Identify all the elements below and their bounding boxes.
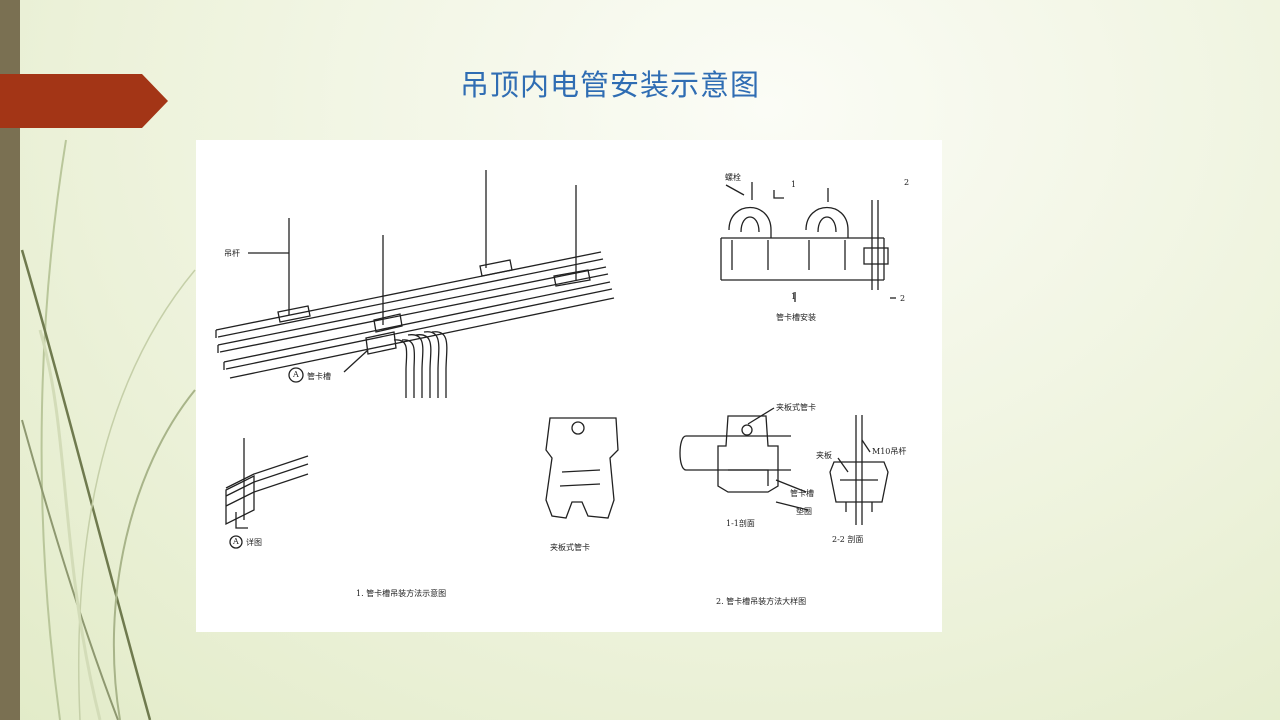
label-section-11: 1-1剖面: [726, 519, 755, 528]
caption-1: 1. 管卡槽吊装方法示意图: [356, 589, 447, 598]
side-strip: [0, 0, 20, 720]
label-clamp-clip: 夹板式管卡: [550, 543, 590, 552]
label-sec1-bottom: 1: [791, 292, 797, 301]
diagram-drawing: [215, 170, 896, 549]
page-title: 吊顶内电管安装示意图: [459, 68, 760, 102]
installation-diagram: 吊杆 A 管卡槽 A 详图 1. 管卡槽吊装方法示意图 螺栓 1 2 1 2 管…: [196, 140, 942, 632]
label-circle-a-main: A: [293, 370, 299, 379]
label-detail: 详图: [246, 538, 262, 547]
label-sec2-top: 2: [904, 178, 910, 187]
label-channel: 管卡槽: [790, 489, 814, 498]
caption-2: 2. 管卡槽吊装方法大样图: [716, 597, 807, 606]
label-m10-rod: M10吊杆: [872, 447, 907, 456]
label-bolt: 螺栓: [725, 173, 741, 182]
label-channel-install: 管卡槽安装: [776, 313, 816, 322]
label-section-22: 2-2 剖面: [832, 535, 864, 544]
label-hanger-rod: 吊杆: [224, 249, 240, 258]
label-washer: 垫圈: [796, 507, 812, 516]
label-clamp-clip-top: 夹板式管卡: [776, 403, 816, 412]
label-sec2-bottom: 2: [900, 294, 906, 303]
label-sec1-top: 1: [791, 180, 797, 189]
decorative-curves: [20, 139, 196, 720]
label-circle-a-detail: A: [233, 537, 239, 546]
label-clip-channel: 管卡槽: [307, 372, 331, 381]
label-clamp-plate: 夹板: [816, 451, 832, 460]
title-banner: [0, 74, 168, 128]
